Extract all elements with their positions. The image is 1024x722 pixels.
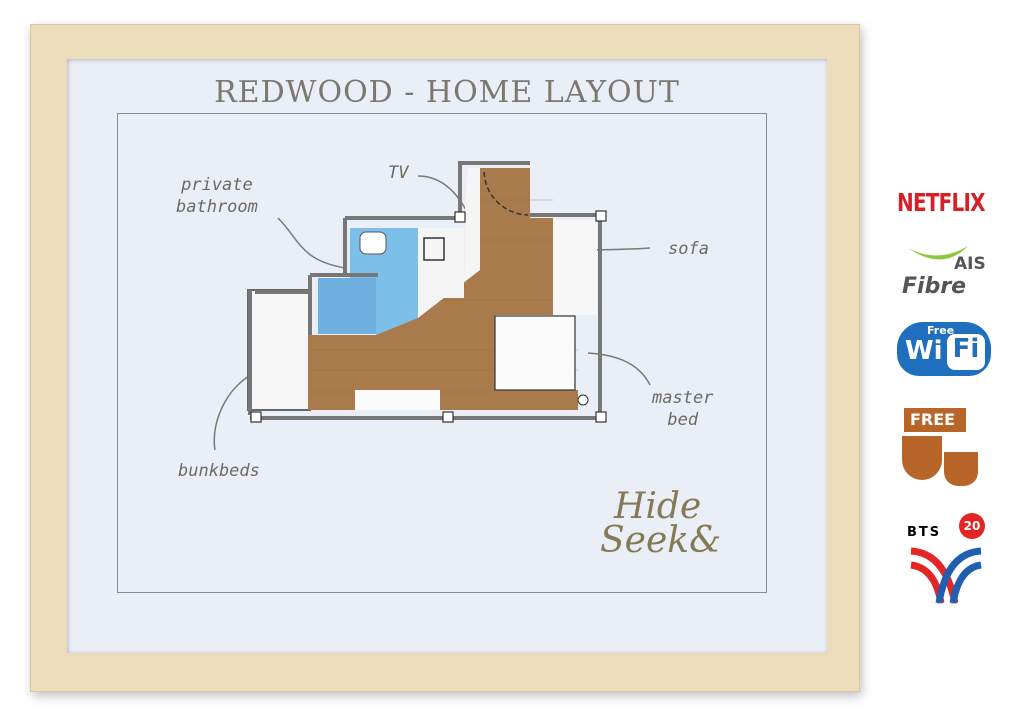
wifi-free-text: Free <box>927 324 955 337</box>
sofa <box>552 220 597 315</box>
picture-frame: REDWOOD - HOME LAYOUT <box>30 24 860 692</box>
label-line: bed <box>667 410 699 430</box>
bts-arches-icon <box>910 547 982 604</box>
ais-text: AIS <box>954 254 986 274</box>
hide-and-seek-logo: Hide Seek& <box>600 486 722 561</box>
logo-line: Seek& <box>600 520 722 561</box>
label-bunkbeds: bunkbeds <box>178 461 260 481</box>
label-line: private <box>181 175 253 195</box>
free-coffee-icon: FREE <box>902 408 986 490</box>
label-tv: TV <box>388 163 409 183</box>
label-master-bed: master bed <box>652 387 713 431</box>
free-wifi-icon: Free Wi Fi <box>897 322 991 376</box>
label-line: master <box>652 388 714 408</box>
master-bed <box>494 315 576 391</box>
shower <box>318 278 376 334</box>
column-markers <box>250 210 607 423</box>
ais-swoosh-icon <box>908 246 968 260</box>
label-line: bathroom <box>176 197 258 217</box>
inner-border <box>117 113 767 593</box>
sink <box>423 237 445 261</box>
wifi-wi-text: Wi <box>905 336 943 366</box>
page-title: REDWOOD - HOME LAYOUT <box>214 75 680 110</box>
column-round <box>577 394 589 406</box>
bts-number-badge: 20 <box>959 513 985 539</box>
netflix-logo: NETFLIX <box>897 188 986 217</box>
bts-logo: BTS 20 <box>905 513 990 605</box>
door-swing <box>483 171 529 216</box>
coffee-cup-icon <box>944 452 978 486</box>
ais-fibre-logo: AIS Fibre <box>898 242 993 299</box>
wifi-fi-text: Fi <box>947 334 985 370</box>
fibre-text: Fibre <box>902 274 967 299</box>
coffee-free-text: FREE <box>904 408 966 432</box>
bathroom-floor <box>350 228 418 335</box>
toilet <box>359 231 387 255</box>
wood-floor <box>308 168 578 410</box>
bts-text: BTS <box>907 525 942 540</box>
logo-line: Hide <box>614 486 702 527</box>
croissant-icon <box>902 436 942 480</box>
bunkbed-room <box>247 289 311 411</box>
label-private-bathroom: private bathroom <box>176 174 258 218</box>
desk <box>355 390 440 410</box>
label-sofa: sofa <box>668 239 709 259</box>
